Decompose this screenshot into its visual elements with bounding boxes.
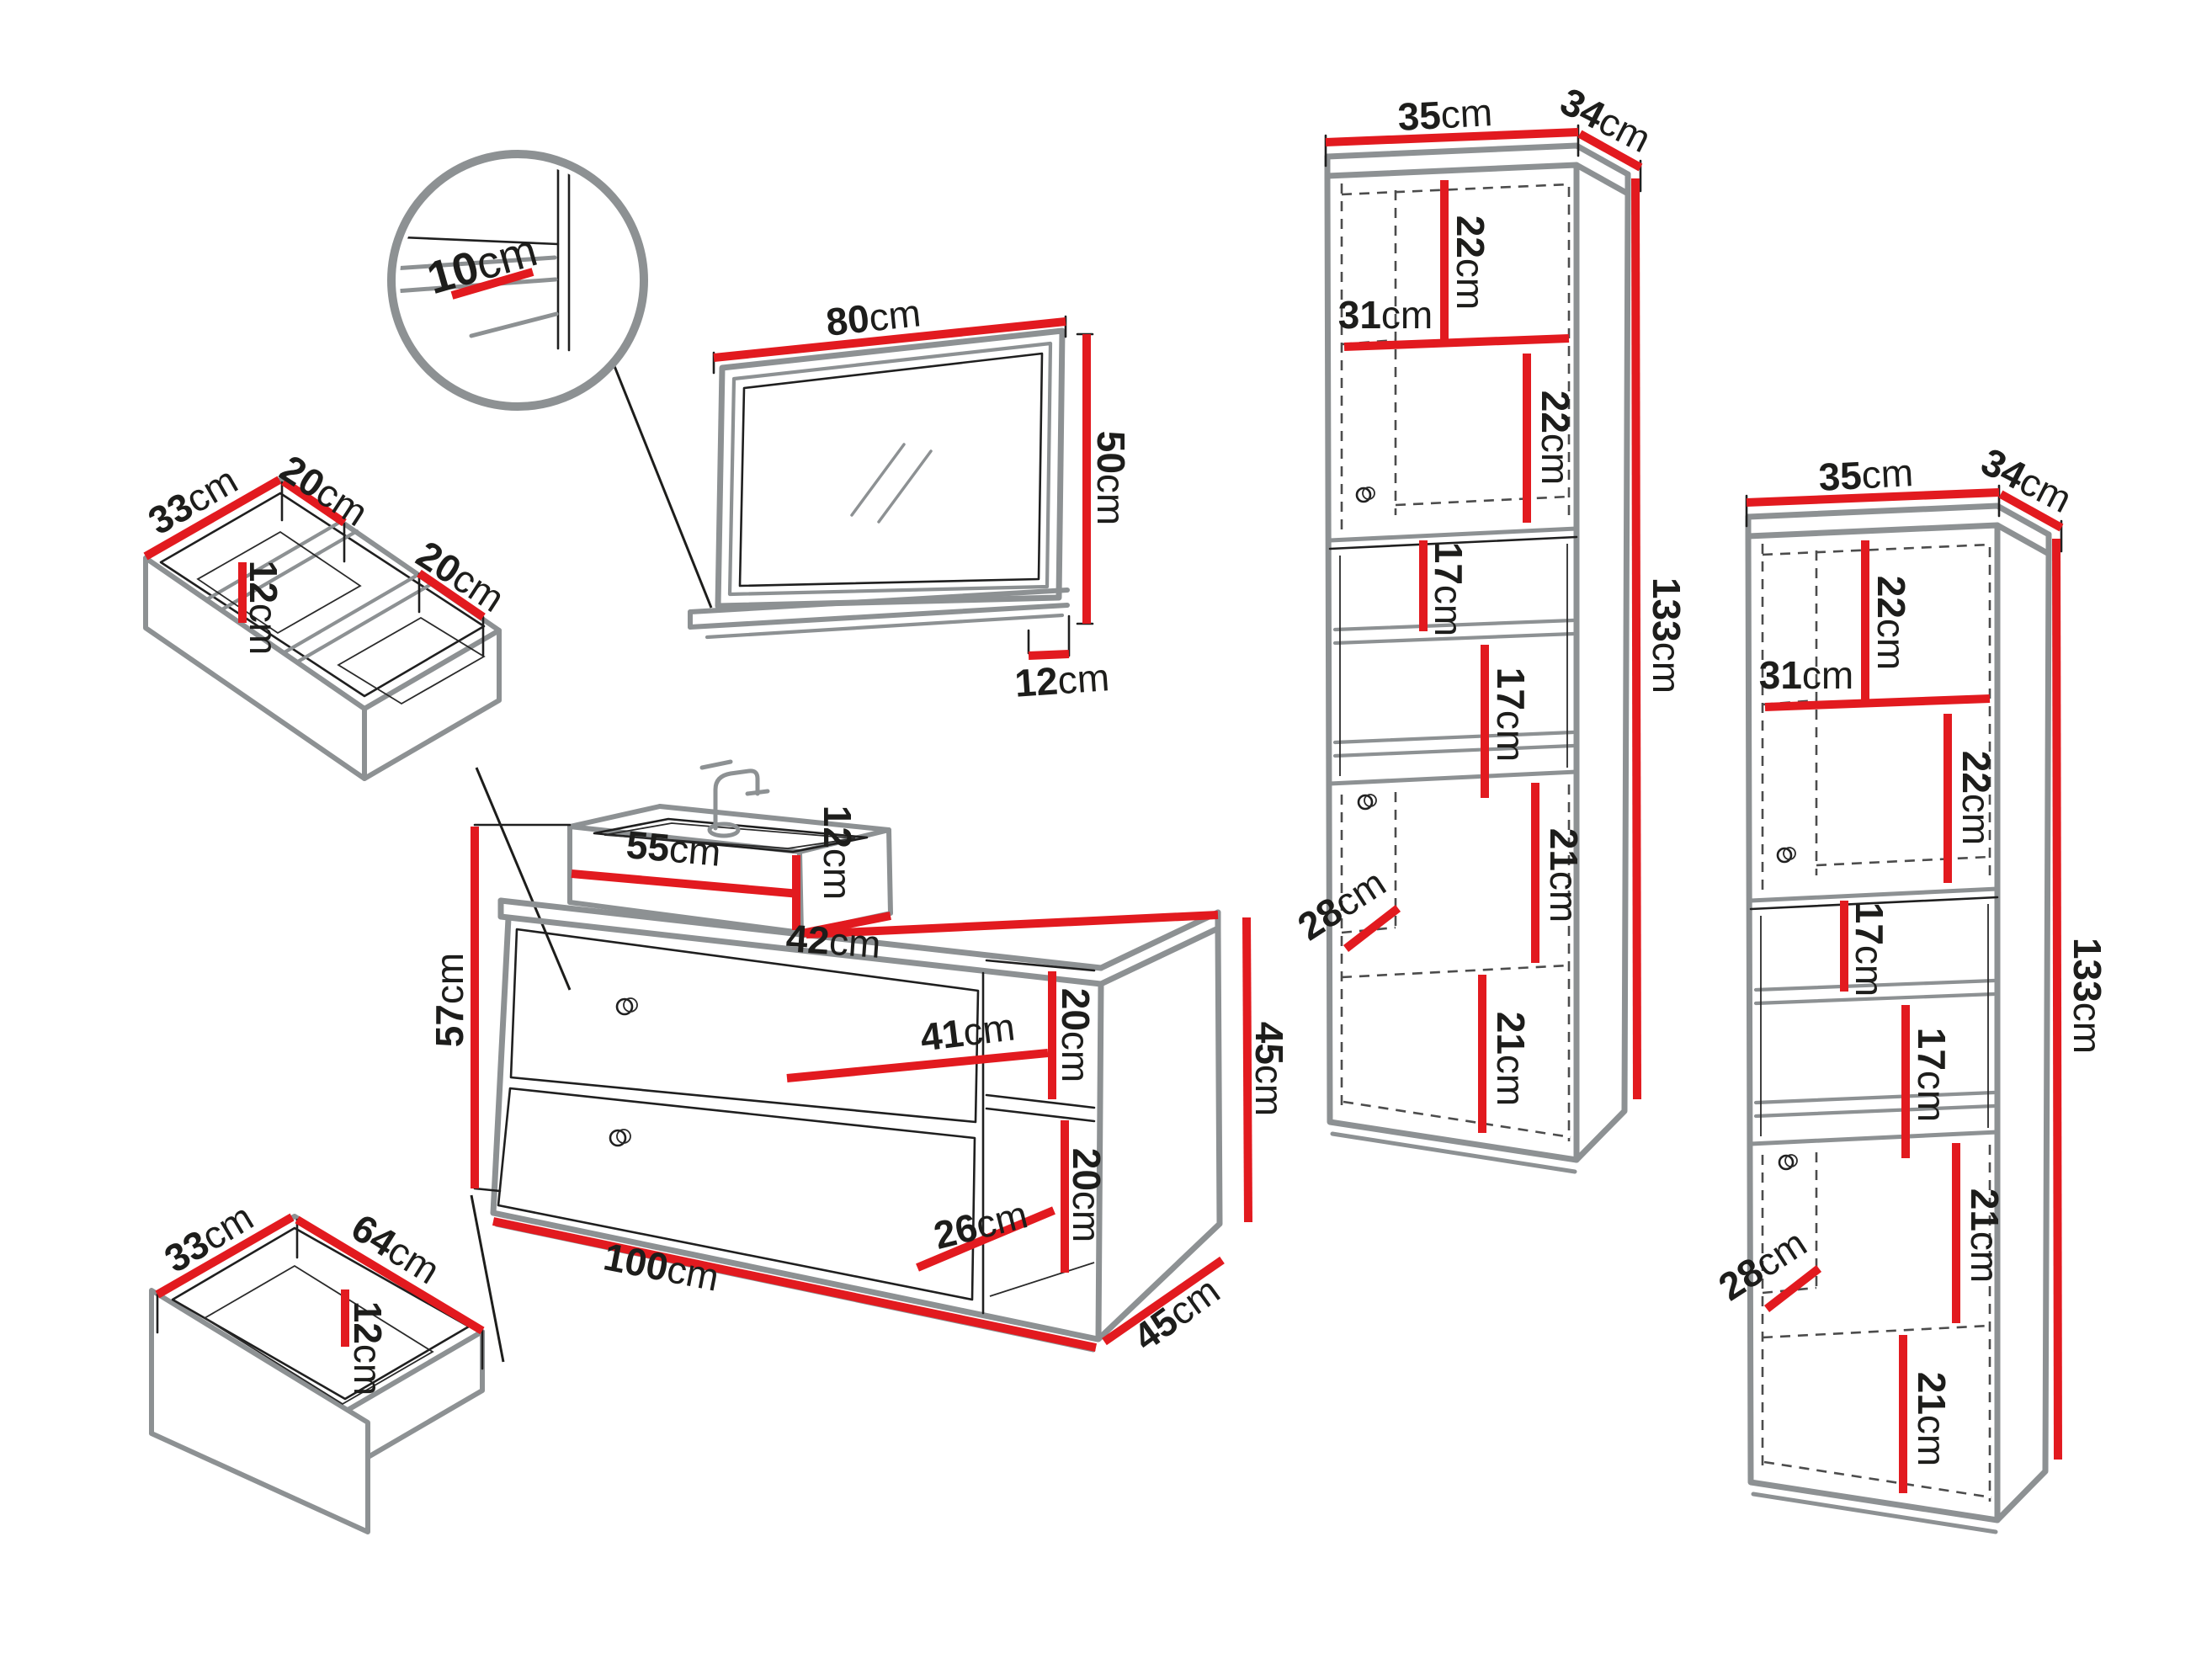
dimension-line [1631, 178, 1641, 1100]
dimension-label: 21cm [1542, 828, 1586, 923]
dimension-label: 22cm [1534, 391, 1577, 486]
dimension-line [916, 1206, 1055, 1272]
dimension-label: 12cm [816, 806, 859, 901]
dimension-label: 55cm [625, 822, 723, 875]
dimension-label: 12cm [346, 1301, 390, 1396]
dimension-line [450, 268, 534, 300]
drawer-front-panel [149, 1288, 370, 1534]
dimension-label: 133cm [1645, 577, 1688, 694]
mirror-shelf-detail-circle [387, 150, 648, 411]
dimension-label: 20cm [1054, 988, 1098, 1083]
dimension-label: 31cm [1759, 653, 1854, 697]
dimension-line [1028, 650, 1070, 660]
mirror [688, 315, 1094, 660]
dimension-label: 35cm [1817, 450, 1914, 499]
drawer-box [149, 1213, 485, 1534]
detail-circle-content [400, 162, 571, 352]
door-knob [1357, 794, 1377, 811]
dimension-label: 12cm [242, 561, 285, 656]
dimension-line [571, 869, 800, 898]
tall-cabinet-left [1324, 124, 1643, 1174]
leader-line [611, 361, 713, 609]
dimension-label: 17cm [1910, 1028, 1954, 1123]
leader-line [475, 767, 572, 991]
dimension-label: 80cm [824, 290, 923, 343]
dimension-label: 17cm [1427, 542, 1470, 637]
cabinet-side [1573, 162, 1631, 1163]
cabinet-shelves [1332, 544, 1576, 776]
dimension-line [143, 476, 282, 561]
dimension-line [1343, 334, 1570, 351]
vanity-cabinet [471, 759, 1252, 1353]
mirror-shine [850, 443, 933, 524]
dimension-label: 35cm [1396, 90, 1493, 139]
dimension-label: 17cm [1489, 667, 1533, 763]
dimension-label: 20cm [1065, 1148, 1109, 1243]
dimension-label: 22cm [1954, 751, 1998, 846]
dimension-line [1325, 128, 1579, 146]
dimension-label: 21cm [1910, 1372, 1954, 1467]
faucet [699, 759, 770, 838]
dimension-label: 12cm [1013, 655, 1111, 705]
dimension-label: 57cm [428, 953, 471, 1048]
leader-line [470, 1194, 505, 1363]
dimension-label: 26cm [929, 1192, 1032, 1258]
vanity-drawer-top [509, 928, 980, 1124]
dimension-line [492, 1217, 1098, 1352]
door-knob [609, 1129, 631, 1147]
mirror-frame [715, 327, 1066, 609]
door-knob [1355, 487, 1375, 503]
dimension-line [295, 1215, 485, 1335]
dimension-label: 31cm [1338, 293, 1433, 337]
dimension-line [1343, 905, 1401, 952]
dimension-line [1577, 130, 1643, 172]
dimension-label: 21cm [1489, 1012, 1533, 1107]
mirror-shelf [688, 588, 1070, 640]
dimension-line [713, 317, 1066, 362]
dimension-label: 42cm [784, 916, 882, 966]
mirror-glass [738, 352, 1044, 588]
dimension-label: 22cm [1449, 215, 1492, 311]
dimension-label: 22cm [1869, 576, 1913, 671]
dimension-label: 41cm [918, 1005, 1018, 1060]
vanity-drawer-bottom [497, 1087, 976, 1301]
organizer-divider-walls [205, 518, 435, 664]
leader-lines [470, 361, 713, 1363]
dimension-label: 21cm [1963, 1188, 2007, 1284]
door-knob [615, 997, 638, 1016]
vanity-open-shelves [981, 959, 1096, 1315]
dimension-line [1242, 917, 1252, 1223]
dimension-label: 45cm [1247, 1022, 1291, 1117]
dimension-line [1102, 1256, 1225, 1346]
dimension-label: 133cm [2066, 938, 2109, 1054]
dimension-line [417, 569, 486, 621]
dimension-label: 100cm [600, 1235, 722, 1300]
dimension-label: 17cm [1848, 902, 1891, 997]
dimension-line [281, 477, 347, 527]
vanity-side-panel [1095, 925, 1223, 1343]
shelf-organizer [143, 476, 502, 781]
dimension-line [786, 1049, 1049, 1082]
dimension-line [806, 911, 1219, 939]
dimension-line [155, 1213, 295, 1299]
dimension-label: 50cm [1089, 431, 1133, 526]
